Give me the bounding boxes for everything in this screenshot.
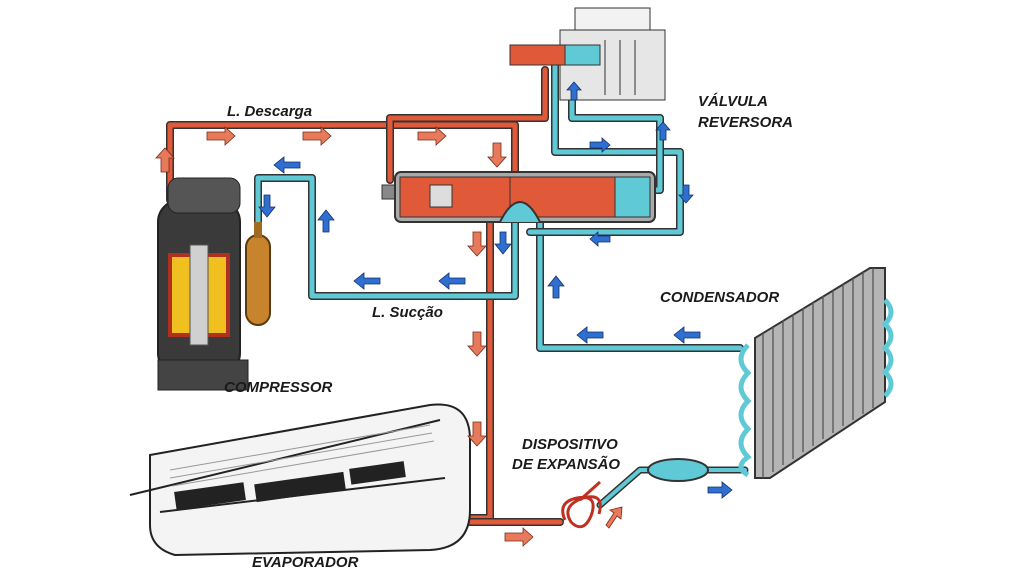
evaporator-unit [129, 403, 471, 557]
suction-line [254, 58, 749, 509]
condenser-label: CONDENSADOR [660, 289, 779, 306]
evaporator-label: EVAPORADOR [252, 554, 359, 571]
suction-line-label: L. Sucção [372, 304, 443, 321]
reversing-valve-body [381, 171, 656, 223]
arrow-right [707, 481, 733, 499]
arrow-up [655, 121, 671, 141]
discharge-line [166, 66, 564, 526]
arrow-right [417, 126, 447, 146]
arrow-left [673, 326, 701, 344]
arrow-down [467, 421, 487, 447]
expansion-device [561, 458, 709, 529]
cold-flow-arrows [258, 81, 733, 499]
arrow-down [467, 231, 487, 257]
arrow-up [155, 147, 175, 173]
discharge-line-label: L. Descarga [227, 103, 312, 120]
arrow-right [504, 527, 534, 547]
reversing-valve-label-line2: REVERSORA [698, 114, 793, 131]
pilot-solenoid-valve [509, 7, 666, 101]
arrow-down [258, 194, 276, 218]
condenser-coil [738, 267, 894, 479]
arrow-left [353, 272, 381, 290]
compressor-unit [157, 177, 271, 391]
arrow-up [566, 81, 582, 101]
expansion-device-label-line2: DE EXPANSÃO [512, 455, 620, 473]
arrow-down [494, 231, 512, 255]
arrow-right [206, 126, 236, 146]
reversing-valve-label-line1: VÁLVULA [698, 93, 768, 110]
arrow-up [317, 209, 335, 233]
arrow-down [467, 331, 487, 357]
expansion-device-label-line1: DISPOSITIVO [522, 436, 618, 453]
arrow-down [678, 184, 694, 204]
hot-flow-arrows [155, 126, 623, 547]
arrow-down [487, 142, 507, 168]
arrow-left [589, 231, 611, 247]
arrow-up [547, 275, 565, 299]
arrow-left [576, 326, 604, 344]
arrow-left [438, 272, 466, 290]
arrow-up [605, 506, 623, 529]
arrow-right [302, 126, 332, 146]
compressor-label: COMPRESSOR [224, 379, 333, 396]
arrow-right [589, 137, 611, 153]
arrow-left [273, 156, 301, 174]
